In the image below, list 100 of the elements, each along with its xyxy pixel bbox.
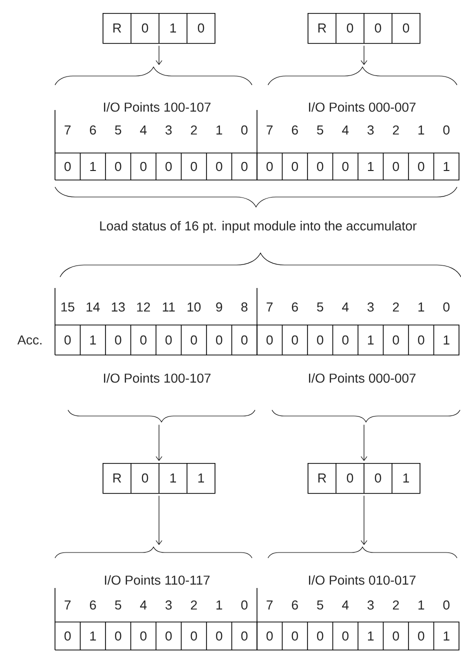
node-label: 1: [444, 632, 450, 640]
node-label: 7: [64, 600, 71, 610]
node-label: 4: [140, 126, 147, 134]
node-label: 15: [61, 302, 74, 312]
node-label: 0: [317, 631, 324, 641]
node-label: 0: [317, 335, 324, 345]
arrow: [360, 496, 368, 545]
node-label: 0: [64, 631, 71, 641]
bit-table: 7 6 5 4 3 2 1 0 7 6 5 4 3 2 1 0 0 1 0 0 0 0 0 0 0 0 0 0 1 0 0 1: [54, 588, 460, 650]
range-label: I/O Points 000-007: [309, 373, 416, 383]
node-label: 0: [115, 162, 122, 172]
node-label: 6: [90, 600, 96, 610]
node-label: 4: [140, 600, 147, 610]
node-label: 1: [368, 162, 374, 171]
node-label: 3: [368, 125, 374, 135]
node-label: 0: [64, 335, 71, 345]
node-label: 2: [190, 600, 197, 610]
node-label: 0: [266, 162, 273, 172]
node-label: 3: [166, 125, 172, 135]
node-label: 0: [190, 631, 197, 641]
node-label: 1: [90, 632, 96, 640]
node-label: 0: [266, 631, 273, 641]
register-box: R 0 1 0: [102, 12, 216, 44]
node-label: 5: [115, 125, 122, 135]
node-label: 6: [292, 125, 298, 135]
node-label: 2: [392, 302, 399, 312]
register-box: R 0 1 1: [102, 462, 216, 494]
node-label: 0: [216, 631, 222, 641]
node-label: 3: [166, 600, 172, 610]
node-label: 4: [342, 126, 349, 134]
node-label: 0: [140, 162, 146, 172]
range-label: I/O Points 110-117: [104, 575, 210, 585]
node-label: 0: [292, 335, 298, 345]
node-label: 12: [137, 302, 150, 312]
node-label: 7: [266, 600, 273, 610]
bit-table: 15 14 13 12 11 10 9 8 7 6 5 4 3 2 1 0 0 1 0 0 0 0 0 0 0 0 0 0 1 0 0 1: [54, 288, 460, 356]
node-label: 4: [342, 302, 349, 312]
node-label: 8: [241, 302, 248, 312]
node-label: 9: [216, 302, 222, 312]
node-label: 0: [241, 162, 248, 172]
node-label: 1: [90, 336, 96, 344]
node-label: 0: [342, 335, 348, 345]
node-label: 6: [292, 600, 298, 610]
node-label: 3: [368, 600, 374, 610]
node-label: 0: [115, 631, 122, 641]
node-label: 5: [317, 600, 324, 610]
node-label: 0: [418, 335, 424, 345]
arrow: [156, 46, 162, 65]
node-label: 13: [112, 302, 125, 312]
node-label: 11: [162, 302, 175, 312]
range-label: I/O Points 100-107: [104, 373, 211, 383]
node-label: 7: [266, 126, 273, 134]
node-label: 0: [292, 162, 298, 172]
node-label: 0: [190, 162, 197, 172]
node-label: 1: [444, 336, 450, 344]
node-label: 0: [140, 335, 146, 345]
node-label: 0: [342, 162, 348, 172]
node-label: 7: [266, 302, 273, 312]
range-label: I/O Points 000-007: [309, 102, 416, 112]
caption-text: Load status of 16 pt. input module into the accumulator: [100, 220, 417, 234]
range-label: I/O Points 010-017: [309, 575, 416, 585]
node-label: 1: [418, 600, 424, 610]
node-label: 0: [166, 631, 172, 641]
node-label: 0: [292, 631, 298, 641]
node-label: 2: [392, 600, 399, 610]
node-label: 0: [64, 162, 71, 172]
node-label: 0: [241, 335, 248, 345]
node-label: 0: [241, 600, 248, 610]
arrow: [156, 424, 162, 461]
node-label: 5: [317, 125, 324, 135]
node-label: 0: [418, 162, 424, 172]
node-label: 1: [418, 302, 424, 312]
node-label: 0: [392, 335, 399, 345]
node-label: 4: [342, 600, 349, 610]
arrow: [360, 424, 368, 461]
node-label: 0: [443, 302, 450, 312]
node-label: 0: [443, 125, 450, 135]
node-label: 6: [90, 125, 96, 135]
node-label: 1: [90, 162, 96, 171]
node-label: 3: [368, 302, 374, 312]
node-label: 10: [188, 302, 201, 312]
arrow: [156, 496, 162, 545]
node-label: 0: [166, 162, 172, 172]
node-label: 14: [86, 302, 100, 312]
node-label: 1: [368, 632, 374, 640]
node-label: 2: [392, 125, 399, 135]
arrow: [360, 46, 368, 65]
node-label: 0: [216, 162, 222, 172]
node-label: 1: [368, 336, 374, 344]
node-label: 1: [216, 600, 222, 610]
node-label: 1: [418, 126, 424, 134]
node-label: 5: [115, 600, 122, 610]
node-label: 0: [216, 335, 222, 345]
node-label: 0: [342, 631, 348, 641]
node-label: 0: [392, 162, 399, 172]
node-label: 0: [418, 631, 424, 641]
node-label: 0: [443, 600, 450, 610]
node-label: 0: [190, 335, 197, 345]
node-label: 0: [140, 631, 146, 641]
node-label: 0: [115, 335, 122, 345]
